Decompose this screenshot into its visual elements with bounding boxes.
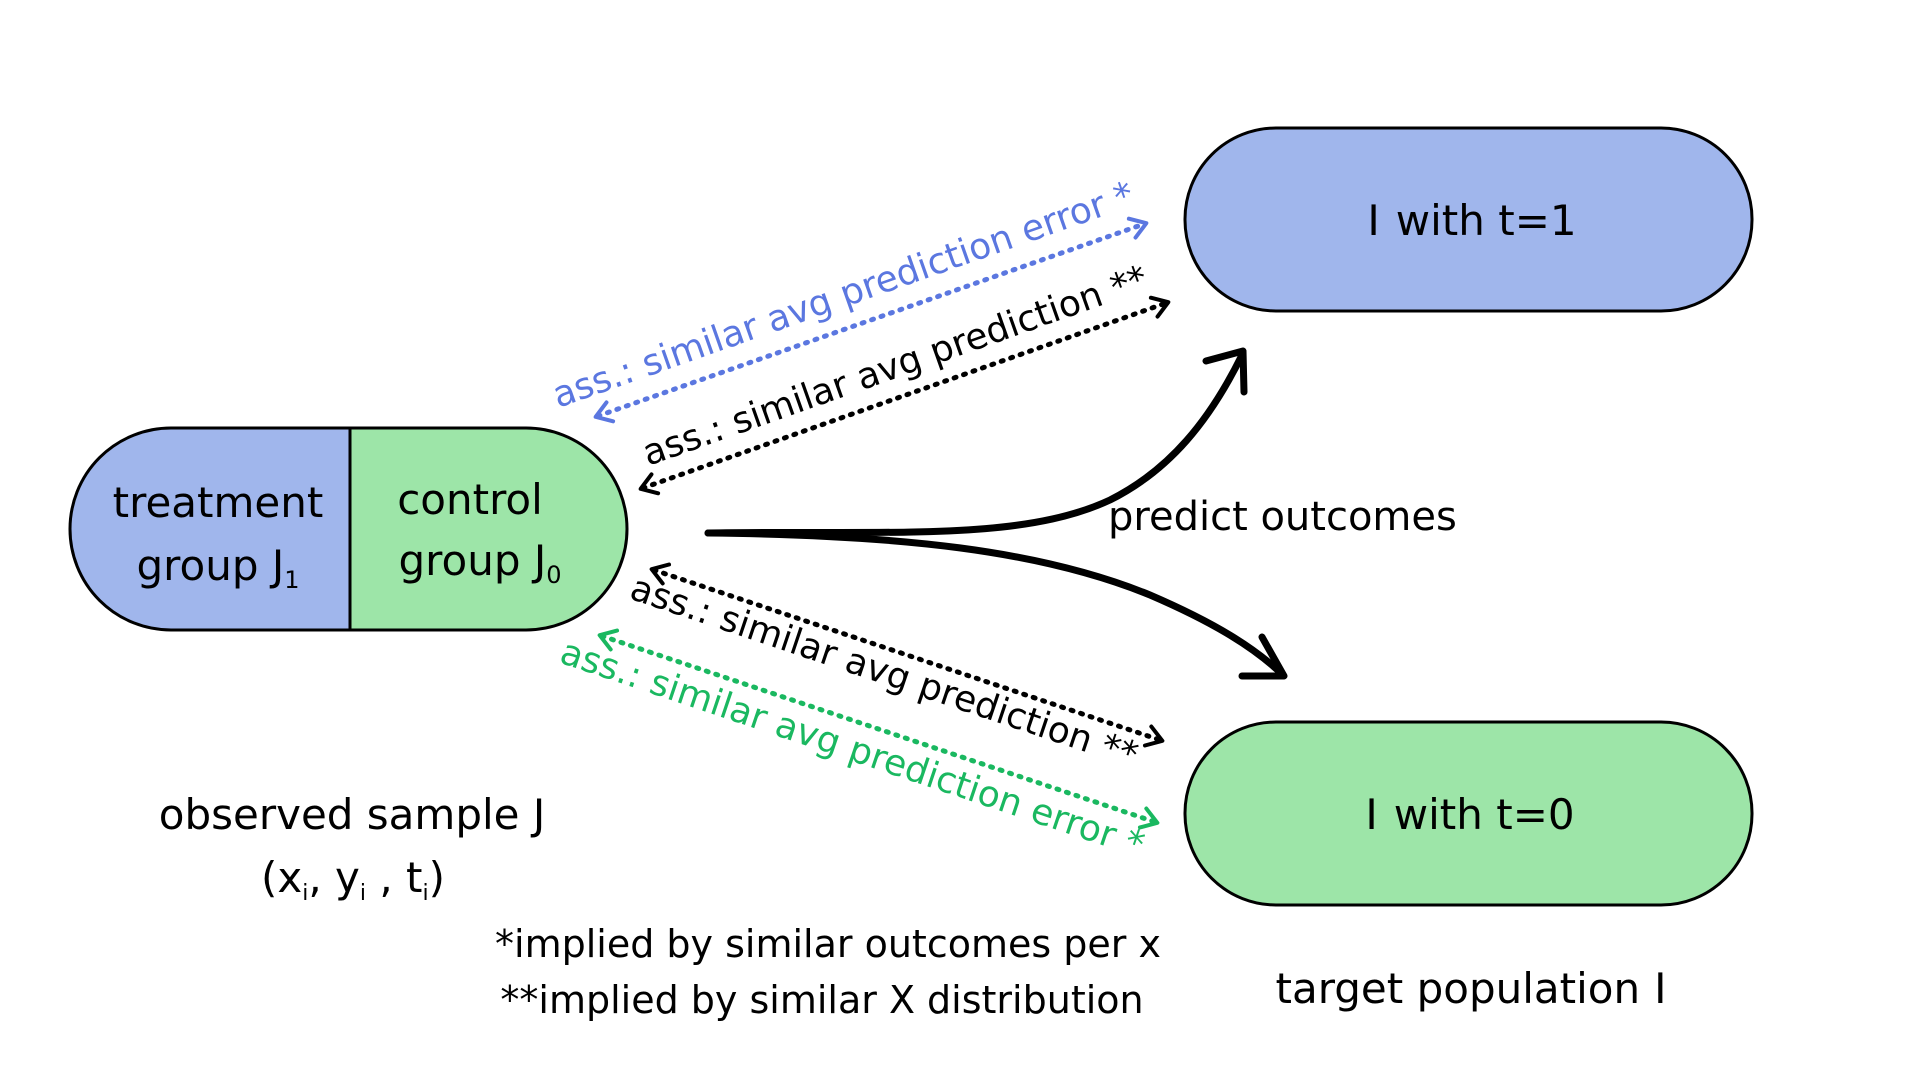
treatment-subscript: 1 <box>284 566 299 594</box>
target-treated-pill-shape <box>1183 126 1754 313</box>
footnote-double-star: **implied by similar X distribution <box>500 978 1143 1022</box>
sample-pill-outline <box>68 426 629 632</box>
control-label-line2: group J0 <box>399 536 562 589</box>
population-symbol: I <box>1365 790 1377 839</box>
observed-sample-label: observed sample J <box>159 790 546 839</box>
footnote-single-star: *implied by similar outcomes per x <box>495 922 1161 966</box>
predict-arrow-upper-branch <box>704 351 1246 537</box>
control-group-region <box>350 428 627 630</box>
top-prediction-assumption-arrow <box>638 295 1171 496</box>
target-control-pill-shape <box>1183 720 1754 907</box>
population-symbol: I <box>1654 964 1666 1013</box>
treatment-label-line1: treatment <box>113 478 324 527</box>
treatment-label-line2: group J1 <box>137 541 300 594</box>
predict-arrow-lower-head <box>1238 633 1288 680</box>
control-subscript: 0 <box>546 561 561 589</box>
bottom-error-assumption-arrow <box>597 628 1160 830</box>
sample-pill: treatment group J1 control group J0 <box>68 426 629 632</box>
treatment-group-region <box>70 428 350 630</box>
population-symbol: I <box>1367 196 1379 245</box>
control-label-line1: control <box>397 475 543 524</box>
observed-sample-variables: (xi, yi , ti) <box>261 853 445 906</box>
bottom-prediction-assumption-arrow <box>649 562 1165 748</box>
predict-arrow-upper-head <box>1202 347 1248 396</box>
predict-outcomes-label: predict outcomes <box>1108 494 1457 540</box>
